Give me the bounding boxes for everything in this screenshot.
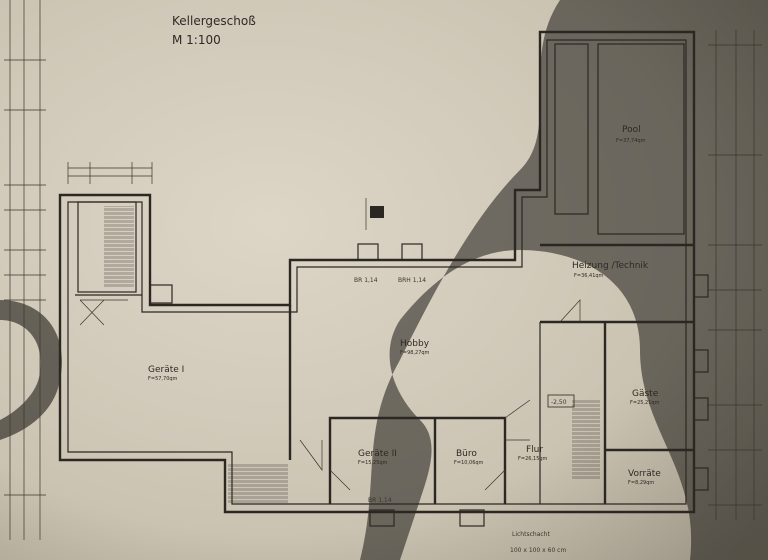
plan-title: Kellergeschoß <box>172 14 256 28</box>
room-area-geraete1: F=57,70qm <box>148 376 178 382</box>
window-size-label-2: BRH 1,14 <box>398 277 426 284</box>
room-area-pool: F=37,74qm <box>616 138 646 144</box>
plan-scale: M 1:100 <box>172 33 221 47</box>
level-marker-box <box>547 394 575 408</box>
staircase-right <box>572 400 600 480</box>
room-name-geraete2: Geräte II <box>358 449 397 459</box>
room-name-hobby: Hobby <box>400 339 430 349</box>
room-area-buero: F=10,06qm <box>454 460 484 466</box>
lichtschacht-label: Lichtschacht <box>512 531 550 538</box>
dimension-lines-top <box>67 162 153 184</box>
window-size-label-3: BR 1,14 <box>368 497 392 504</box>
windows <box>149 243 709 527</box>
shadow-left-arc <box>0 300 62 440</box>
room-area-hobby: F=98,27qm <box>400 350 430 356</box>
room-name-gaeste: Gäste <box>632 389 659 399</box>
room-name-heizung: Heizung /Technik <box>572 261 649 271</box>
section-marker-icon <box>365 198 384 230</box>
room-area-gaeste: F=25,21qm <box>630 400 660 406</box>
interior-walls <box>75 43 694 504</box>
room-area-geraete2: F=15,25qm <box>358 460 388 466</box>
door-swings <box>79 299 581 491</box>
room-name-buero: Büro <box>456 449 477 459</box>
lichtschacht-size: 100 x 100 x 60 cm <box>510 547 566 554</box>
room-name-vorraete: Vorräte <box>628 469 661 479</box>
shadow-right <box>360 0 768 560</box>
room-name-pool: Pool <box>622 125 641 135</box>
staircase-left <box>104 206 134 288</box>
room-name-geraete1: Geräte I <box>148 365 184 375</box>
room-area-heizung: F=36,41qm <box>574 273 604 279</box>
dimension-lines-right <box>708 30 762 520</box>
level-marker: -2,50 <box>551 399 567 406</box>
staircase-bottom <box>228 464 288 504</box>
room-area-vorraete: F=8,29qm <box>628 480 654 486</box>
window-size-label-1: BR 1,14 <box>354 277 378 284</box>
dimension-lines-left <box>4 0 46 540</box>
room-name-flur: Flur <box>526 445 543 455</box>
room-area-flur: F=26,15qm <box>518 456 548 462</box>
